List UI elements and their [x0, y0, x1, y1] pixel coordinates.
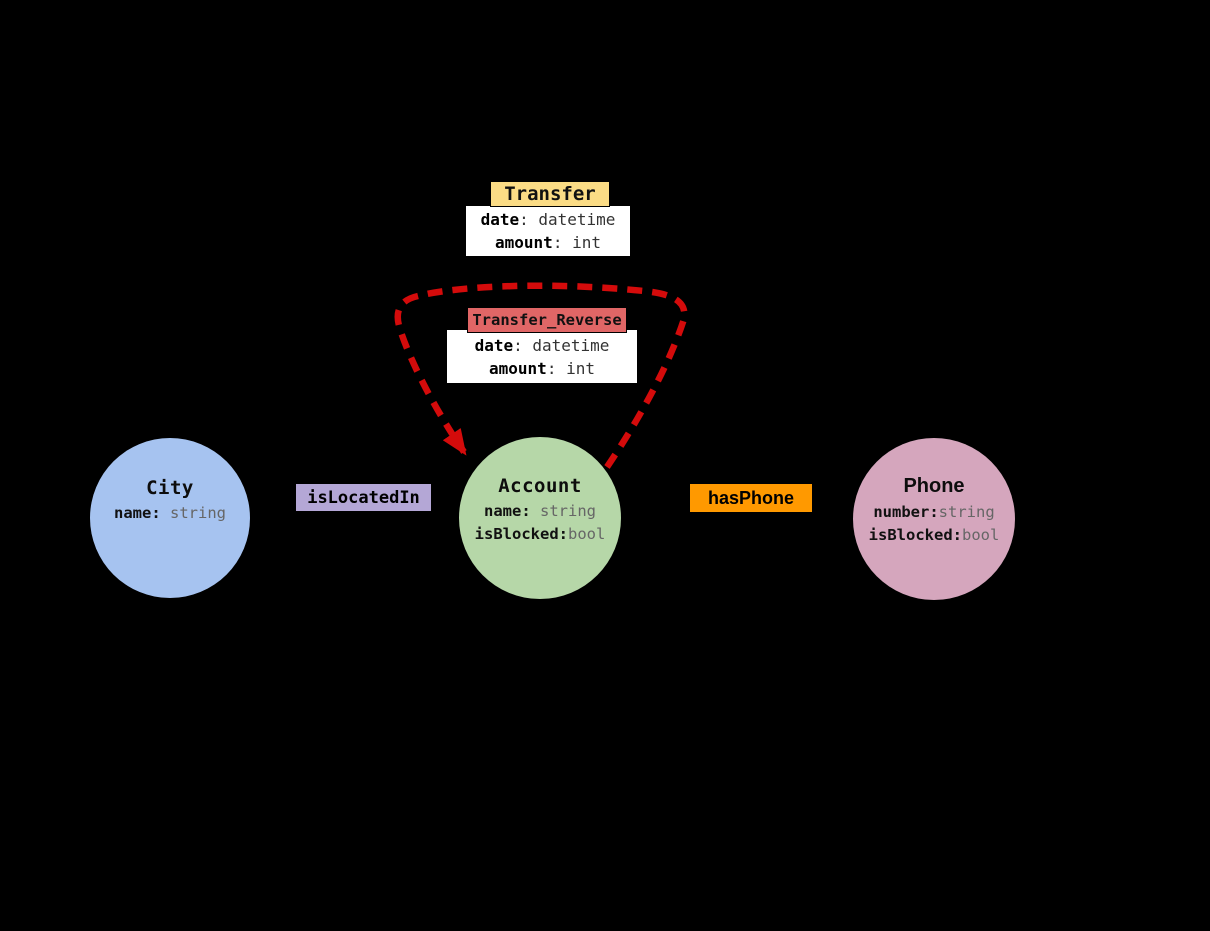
attr-value: bool: [962, 526, 1000, 544]
edge-hasPhone-label: hasPhone: [690, 484, 812, 512]
attr-name: name:: [114, 504, 161, 522]
node-city-attr: name: string: [90, 502, 250, 525]
edge-transfer-body: date: datetime amount: int: [466, 206, 630, 256]
attr-value: : datetime: [519, 210, 616, 229]
attr-name: date: [480, 210, 520, 229]
attr-value: : int: [546, 358, 595, 378]
edge-transfer-reverse-body: date: datetime amount: int: [447, 330, 637, 383]
node-account-title: Account: [498, 474, 582, 497]
node-city-title: City: [146, 477, 194, 499]
attr-value: string: [530, 501, 596, 520]
attr-value: string: [160, 504, 226, 522]
edge-transfer-reverse-header: Transfer_Reverse: [467, 307, 627, 333]
edge-attr-row: date: datetime: [475, 334, 610, 357]
edge-attr-row: amount: int: [489, 357, 595, 380]
node-account-attr: name: string: [459, 500, 621, 523]
edge-isLocatedIn-label: isLocatedIn: [296, 484, 431, 511]
node-account: Account name: string isBlocked:bool: [459, 437, 621, 599]
node-city: City name: string: [90, 438, 250, 598]
attr-value: : int: [552, 233, 601, 252]
node-phone-title: Phone: [903, 475, 965, 497]
attr-name: date: [474, 335, 514, 355]
attr-value: string: [938, 503, 995, 521]
attr-name: amount: [489, 358, 547, 378]
attr-name: number:: [873, 503, 939, 521]
node-account-attr: isBlocked:bool: [459, 523, 621, 546]
attr-name: isBlocked:: [474, 524, 568, 543]
attr-name: amount: [495, 233, 553, 252]
attr-value: bool: [568, 524, 606, 543]
edge-attr-row: amount: int: [495, 231, 601, 254]
node-phone-attr: isBlocked:bool: [853, 524, 1015, 547]
attr-value: : datetime: [513, 335, 610, 355]
attr-name: name:: [484, 501, 531, 520]
attr-name: isBlocked:: [868, 526, 962, 544]
edge-attr-row: date: datetime: [481, 208, 616, 231]
node-phone: Phone number:string isBlocked:bool: [853, 438, 1015, 600]
edge-transfer-header: Transfer: [490, 181, 610, 207]
node-phone-attr: number:string: [853, 501, 1015, 524]
